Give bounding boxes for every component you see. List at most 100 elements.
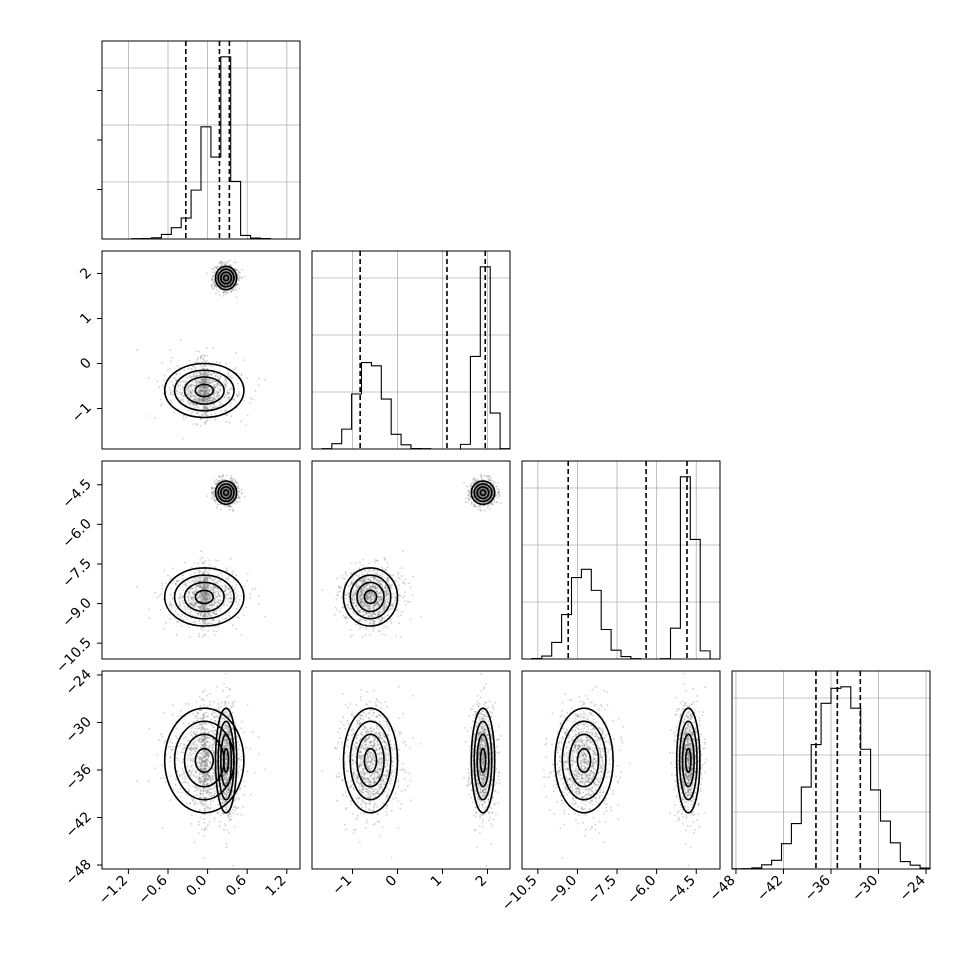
scatter-point <box>196 398 199 401</box>
y-tick: 0 <box>77 355 102 373</box>
scatter-point <box>190 368 193 370</box>
scatter-point <box>179 615 182 618</box>
scatter-point <box>224 377 226 380</box>
scatter-point <box>349 629 352 631</box>
scatter-point <box>199 622 202 625</box>
panel-0-2: −10.5−9.0−7.5−6.0−4.5 <box>53 460 301 677</box>
scatter-point <box>226 604 228 606</box>
scatter-point <box>205 347 208 350</box>
scatter-point <box>211 365 213 368</box>
scatter-point <box>202 408 205 411</box>
scatter-point <box>212 579 215 582</box>
scatter-point <box>175 389 178 392</box>
scatter-point <box>381 573 384 576</box>
scatter-point <box>171 607 174 609</box>
scatter-point <box>203 578 206 581</box>
scatter-point <box>205 585 208 588</box>
y-tick-label: −7.5 <box>59 555 94 590</box>
scatter-point <box>202 606 205 608</box>
scatter-point <box>205 365 208 367</box>
scatter-point <box>190 387 193 390</box>
scatter-point <box>186 377 189 379</box>
scatter-point <box>218 404 221 406</box>
scatter-point <box>213 603 215 606</box>
y-tick-label: −10.5 <box>53 635 95 677</box>
scatter-point <box>188 636 191 638</box>
scatter-point <box>209 586 212 589</box>
scatter-point <box>192 380 194 383</box>
scatter-point <box>181 613 184 616</box>
scatter-point <box>174 610 177 612</box>
scatter-point <box>227 260 229 263</box>
scatter-point <box>147 376 150 379</box>
y-tick-label: 1 <box>77 310 95 328</box>
scatter-point <box>219 572 222 575</box>
scatter-point <box>192 373 195 376</box>
scatter-point <box>249 593 252 595</box>
scatter-point <box>212 404 215 406</box>
scatter-points <box>136 473 266 638</box>
scatter-point <box>177 408 180 410</box>
scatter-point <box>179 605 181 608</box>
scatter-point <box>246 377 249 379</box>
scatter-point <box>238 287 241 290</box>
scatter-point <box>225 281 228 283</box>
scatter-point <box>211 271 214 273</box>
scatter-point <box>195 350 198 352</box>
scatter-point <box>172 390 174 393</box>
scatter-point <box>213 271 216 274</box>
y-tick: 1 <box>77 310 102 328</box>
scatter-point <box>225 381 228 383</box>
scatter-point <box>201 576 204 579</box>
scatter-point <box>188 594 191 596</box>
scatter-point <box>185 386 188 389</box>
scatter-point <box>188 611 191 614</box>
scatter-point <box>224 601 226 603</box>
scatter-point <box>192 384 195 387</box>
scatter-point <box>179 384 182 387</box>
scatter-point <box>201 380 203 382</box>
scatter-point <box>202 397 205 400</box>
scatter-point <box>216 394 219 396</box>
scatter-point <box>203 586 206 589</box>
scatter-point <box>189 395 192 398</box>
scatter-point <box>192 597 195 599</box>
scatter-point <box>217 590 220 592</box>
scatter-point <box>188 402 191 405</box>
scatter-point <box>169 399 172 402</box>
scatter-point <box>212 399 215 402</box>
scatter-point <box>218 294 221 296</box>
scatter-point <box>210 284 213 286</box>
scatter-point <box>194 620 196 623</box>
scatter-point <box>213 480 216 483</box>
scatter-point <box>232 478 235 481</box>
scatter-point <box>192 423 195 425</box>
scatter-point <box>202 387 205 389</box>
scatter-point <box>183 605 186 607</box>
scatter-point <box>201 354 204 356</box>
scatter-point <box>235 482 238 484</box>
scatter-point <box>224 617 227 620</box>
scatter-point <box>198 400 201 403</box>
scatter-point <box>211 382 214 385</box>
scatter-point <box>207 629 210 632</box>
scatter-point <box>194 611 197 613</box>
scatter-point <box>210 577 213 580</box>
scatter-point <box>229 264 232 266</box>
scatter-point <box>182 395 185 398</box>
scatter-point <box>169 602 172 605</box>
scatter-point <box>192 365 195 367</box>
scatter-point <box>203 405 206 408</box>
scatter-point <box>367 571 369 573</box>
scatter-point <box>204 407 207 409</box>
scatter-point <box>205 387 208 390</box>
scatter-point <box>189 390 192 393</box>
scatter-point <box>229 388 231 391</box>
scatter-point <box>186 617 189 620</box>
scatter-point <box>224 261 227 264</box>
scatter-point <box>202 367 204 370</box>
y-tick: −4.5 <box>59 476 102 512</box>
y-tick-label: −6.0 <box>59 516 94 551</box>
scatter-point <box>204 360 207 363</box>
scatter-point <box>203 595 206 598</box>
